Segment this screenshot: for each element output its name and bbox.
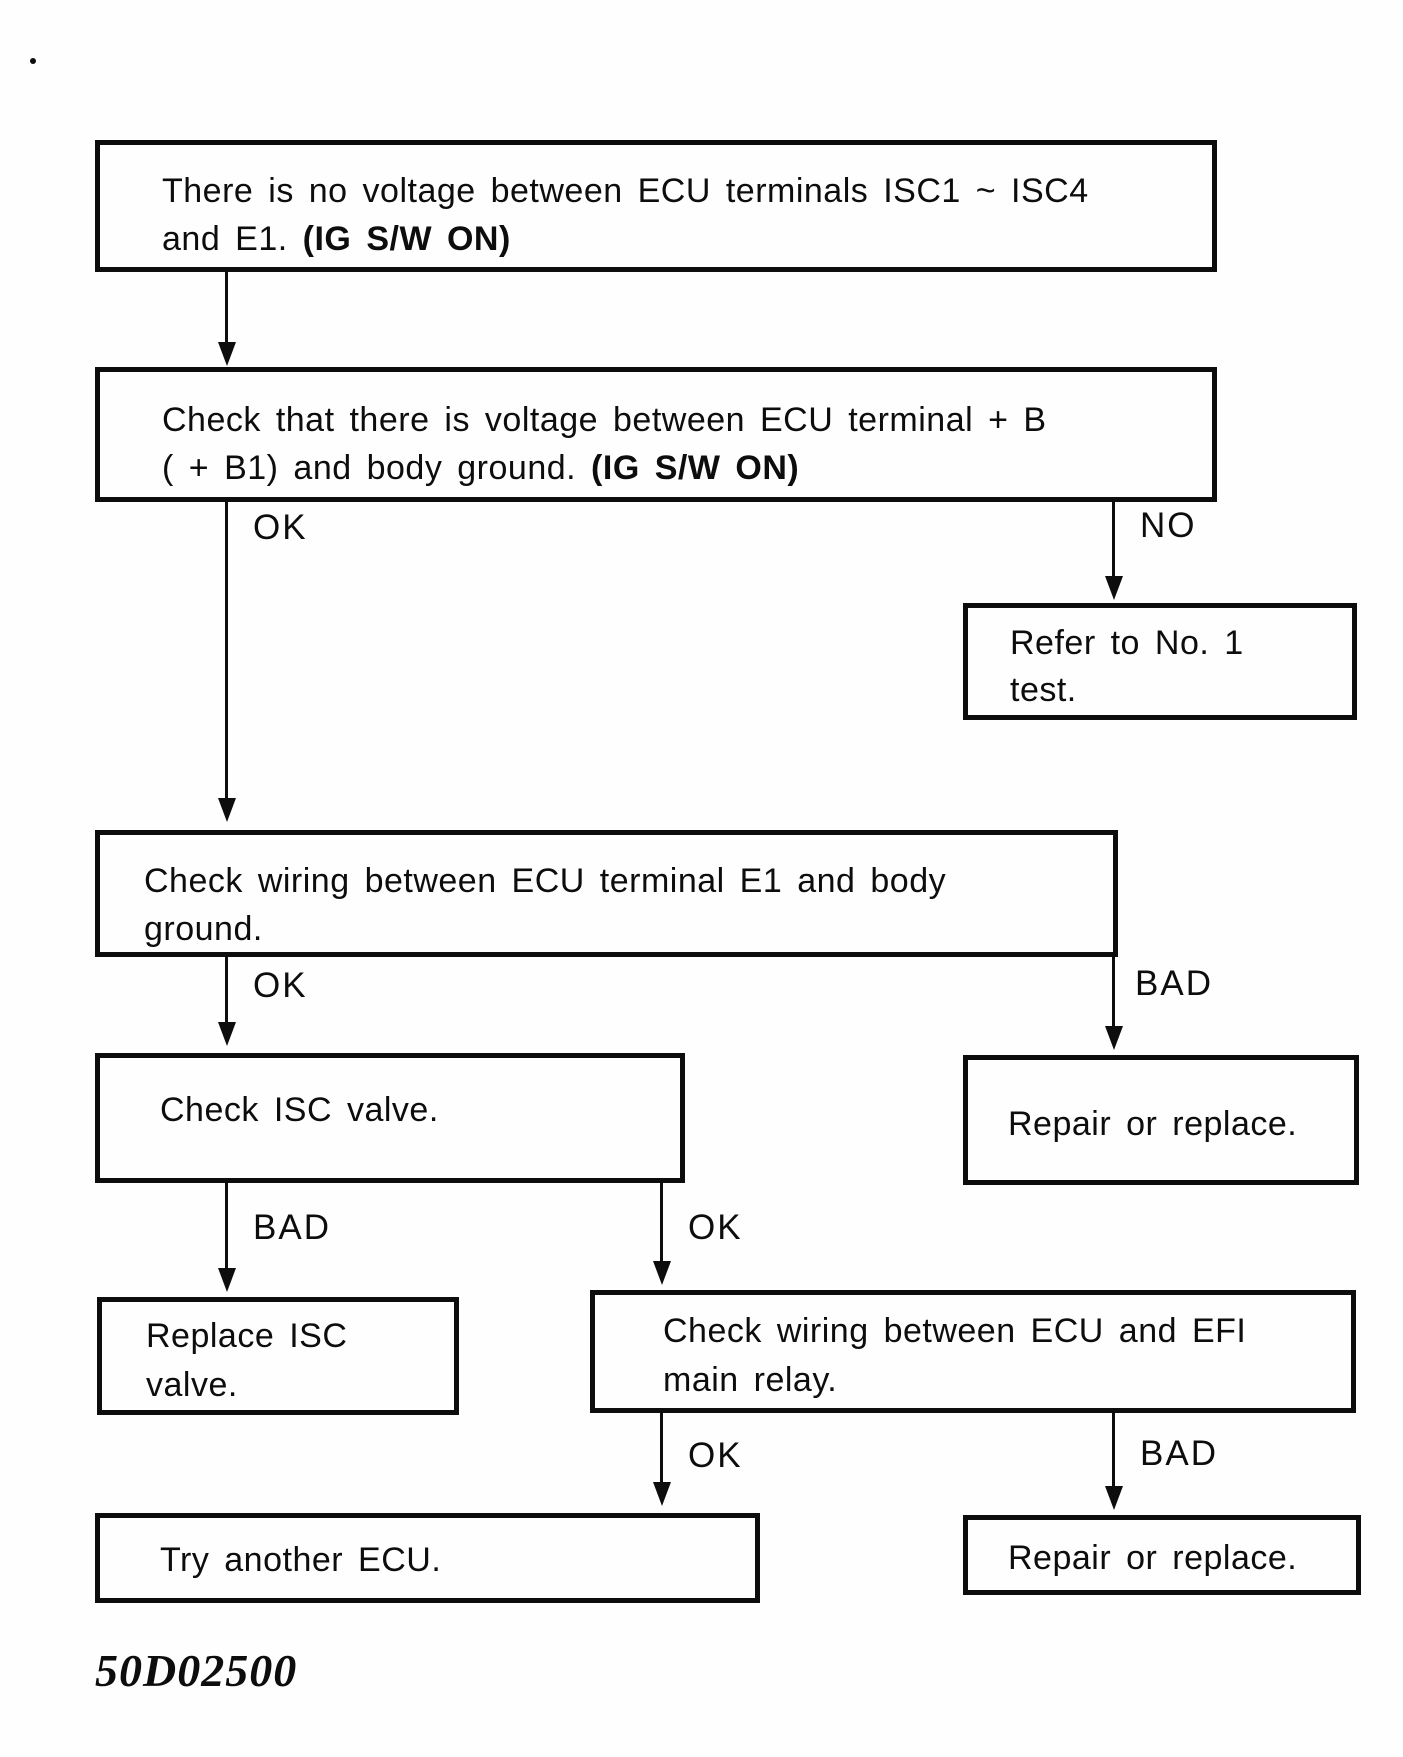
arrowhead-down-icon [218,342,236,366]
connector-n4-n6 [1112,957,1115,1026]
node-text-line: Repair or replace. [1008,1105,1298,1143]
node-check-efi-relay-wiring: Check wiring between ECU and EFI main re… [590,1290,1356,1413]
node-try-another-ecu: Try another ECU. [95,1513,760,1603]
edge-label-bad: BAD [1140,1434,1218,1473]
scan-artifact-dot [30,58,36,64]
edge-label-bad: BAD [1135,964,1213,1003]
node-check-e1-wiring: Check wiring between ECU terminal E1 and… [95,830,1118,957]
edge-label-ok: OK [688,1208,743,1247]
node-check-isc-valve: Check ISC valve. [95,1053,685,1183]
arrowhead-down-icon [218,1022,236,1046]
node-text-line: Refer to No. 1 [1010,624,1244,662]
node-replace-isc-valve: Replace ISC valve. [97,1297,459,1415]
node-text-line: Try another ECU. [160,1541,442,1579]
node-text-line: There is no voltage between ECU terminal… [162,167,1192,215]
node-text-line: valve. [146,1366,238,1404]
node-text: Check that there is voltage between ECU … [162,401,1047,439]
connector-n8-n9 [660,1413,663,1482]
node-refer-no1-test: Refer to No. 1 test. [963,603,1357,720]
edge-label-no: NO [1140,506,1197,545]
arrowhead-down-icon [1105,1026,1123,1050]
node-repair-or-replace-1: Repair or replace. [963,1055,1359,1185]
node-text-bold: (IG S/W ON) [302,220,511,258]
node-text: There is no voltage between ECU terminal… [162,172,1089,210]
node-text: ( + B1) and body ground. [162,449,592,487]
arrowhead-down-icon [1105,1486,1123,1510]
edge-label-ok: OK [688,1436,743,1475]
edge-label-ok: OK [253,508,308,547]
arrowhead-down-icon [1105,576,1123,600]
connector-n5-n7 [225,1183,228,1268]
node-text-bold: (IG S/W ON) [591,449,800,487]
connector-n4-n5 [225,957,228,1022]
arrowhead-down-icon [218,798,236,822]
node-text: and E1. [162,220,303,258]
node-repair-or-replace-2: Repair or replace. [963,1515,1361,1595]
connector-n5-n8 [660,1183,663,1261]
connector-n8-n10 [1112,1413,1115,1486]
connector-n2-n3 [1112,502,1115,576]
node-text-line: Check wiring between ECU and EFI [663,1312,1247,1350]
node-no-voltage-isc: There is no voltage between ECU terminal… [95,140,1217,272]
node-text-line: ( + B1) and body ground. (IG S/W ON) [162,444,1192,492]
connector-n2-n4 [225,502,228,798]
node-text-line: and E1. (IG S/W ON) [162,215,1192,263]
node-text-line: ground. [144,910,263,948]
connector-n1-n2 [225,272,228,342]
node-text-line: Replace ISC [146,1317,348,1355]
node-text-line: Check that there is voltage between ECU … [162,396,1192,444]
edge-label-bad: BAD [253,1208,331,1247]
arrowhead-down-icon [218,1268,236,1292]
figure-code: 50D02500 [95,1645,298,1696]
node-text-line: main relay. [663,1361,838,1399]
node-text-line: test. [1010,671,1077,709]
node-text-line: Check wiring between ECU terminal E1 and… [144,862,947,900]
arrowhead-down-icon [653,1482,671,1506]
node-text-line: Check ISC valve. [160,1091,439,1129]
arrowhead-down-icon [653,1261,671,1285]
node-text-line: Repair or replace. [1008,1539,1298,1577]
node-check-plus-b-voltage: Check that there is voltage between ECU … [95,367,1217,502]
edge-label-ok: OK [253,966,308,1005]
